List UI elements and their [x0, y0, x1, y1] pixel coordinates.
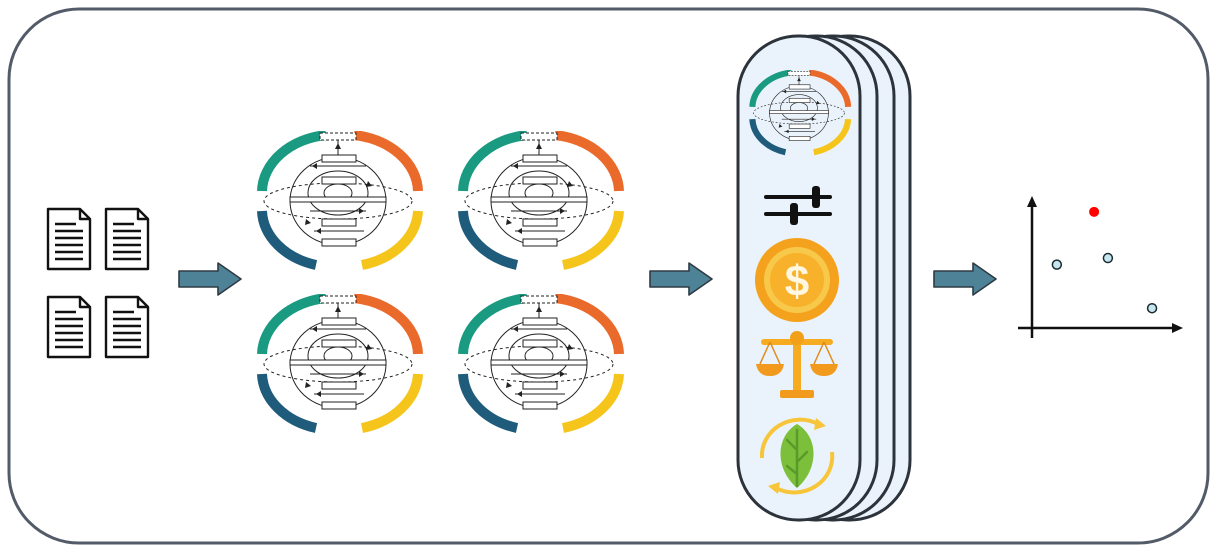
svg-text:$: $: [785, 257, 809, 306]
leaf-cycle-icon: [759, 417, 835, 495]
document-icon: [104, 207, 150, 271]
x-axis-arrowhead: [1172, 323, 1183, 333]
scatter-plot: [1018, 196, 1183, 338]
dollar-coin-icon: $: [755, 238, 839, 322]
sliders-icon: [764, 186, 832, 225]
highlighted-point: [1089, 206, 1100, 217]
document-icon: [46, 207, 92, 271]
y-axis-arrowhead: [1027, 196, 1037, 207]
data-point: [1146, 302, 1158, 314]
data-point: [1102, 252, 1114, 264]
document-icon: [104, 295, 150, 359]
balance-scale-icon: [756, 331, 838, 398]
criteria-stack: $: [736, 34, 912, 522]
data-point: [1051, 259, 1063, 270]
document-icon: [46, 295, 92, 359]
